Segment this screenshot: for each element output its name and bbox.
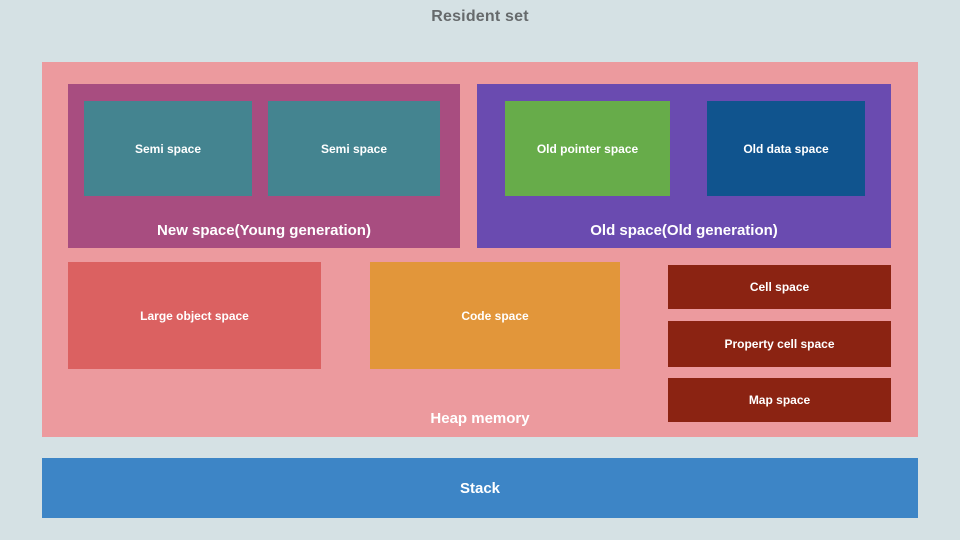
cell-space-box: Cell space [668,265,891,309]
old-data-space-box: Old data space [707,101,865,196]
stack-box: Stack [42,458,918,518]
new-space-label: New space(Young generation) [157,222,371,239]
old-space-label: Old space(Old generation) [590,222,778,239]
semi-space-box-2: Semi space [268,101,440,196]
map-space-box: Map space [668,378,891,422]
code-space-box: Code space [370,262,620,369]
semi-space-box-1: Semi space [84,101,252,196]
large-object-space-box: Large object space [68,262,321,369]
diagram-title: Resident set [431,8,529,25]
property-cell-space-box: Property cell space [668,321,891,367]
heap-memory-label: Heap memory [430,410,530,427]
old-pointer-space-box: Old pointer space [505,101,670,196]
